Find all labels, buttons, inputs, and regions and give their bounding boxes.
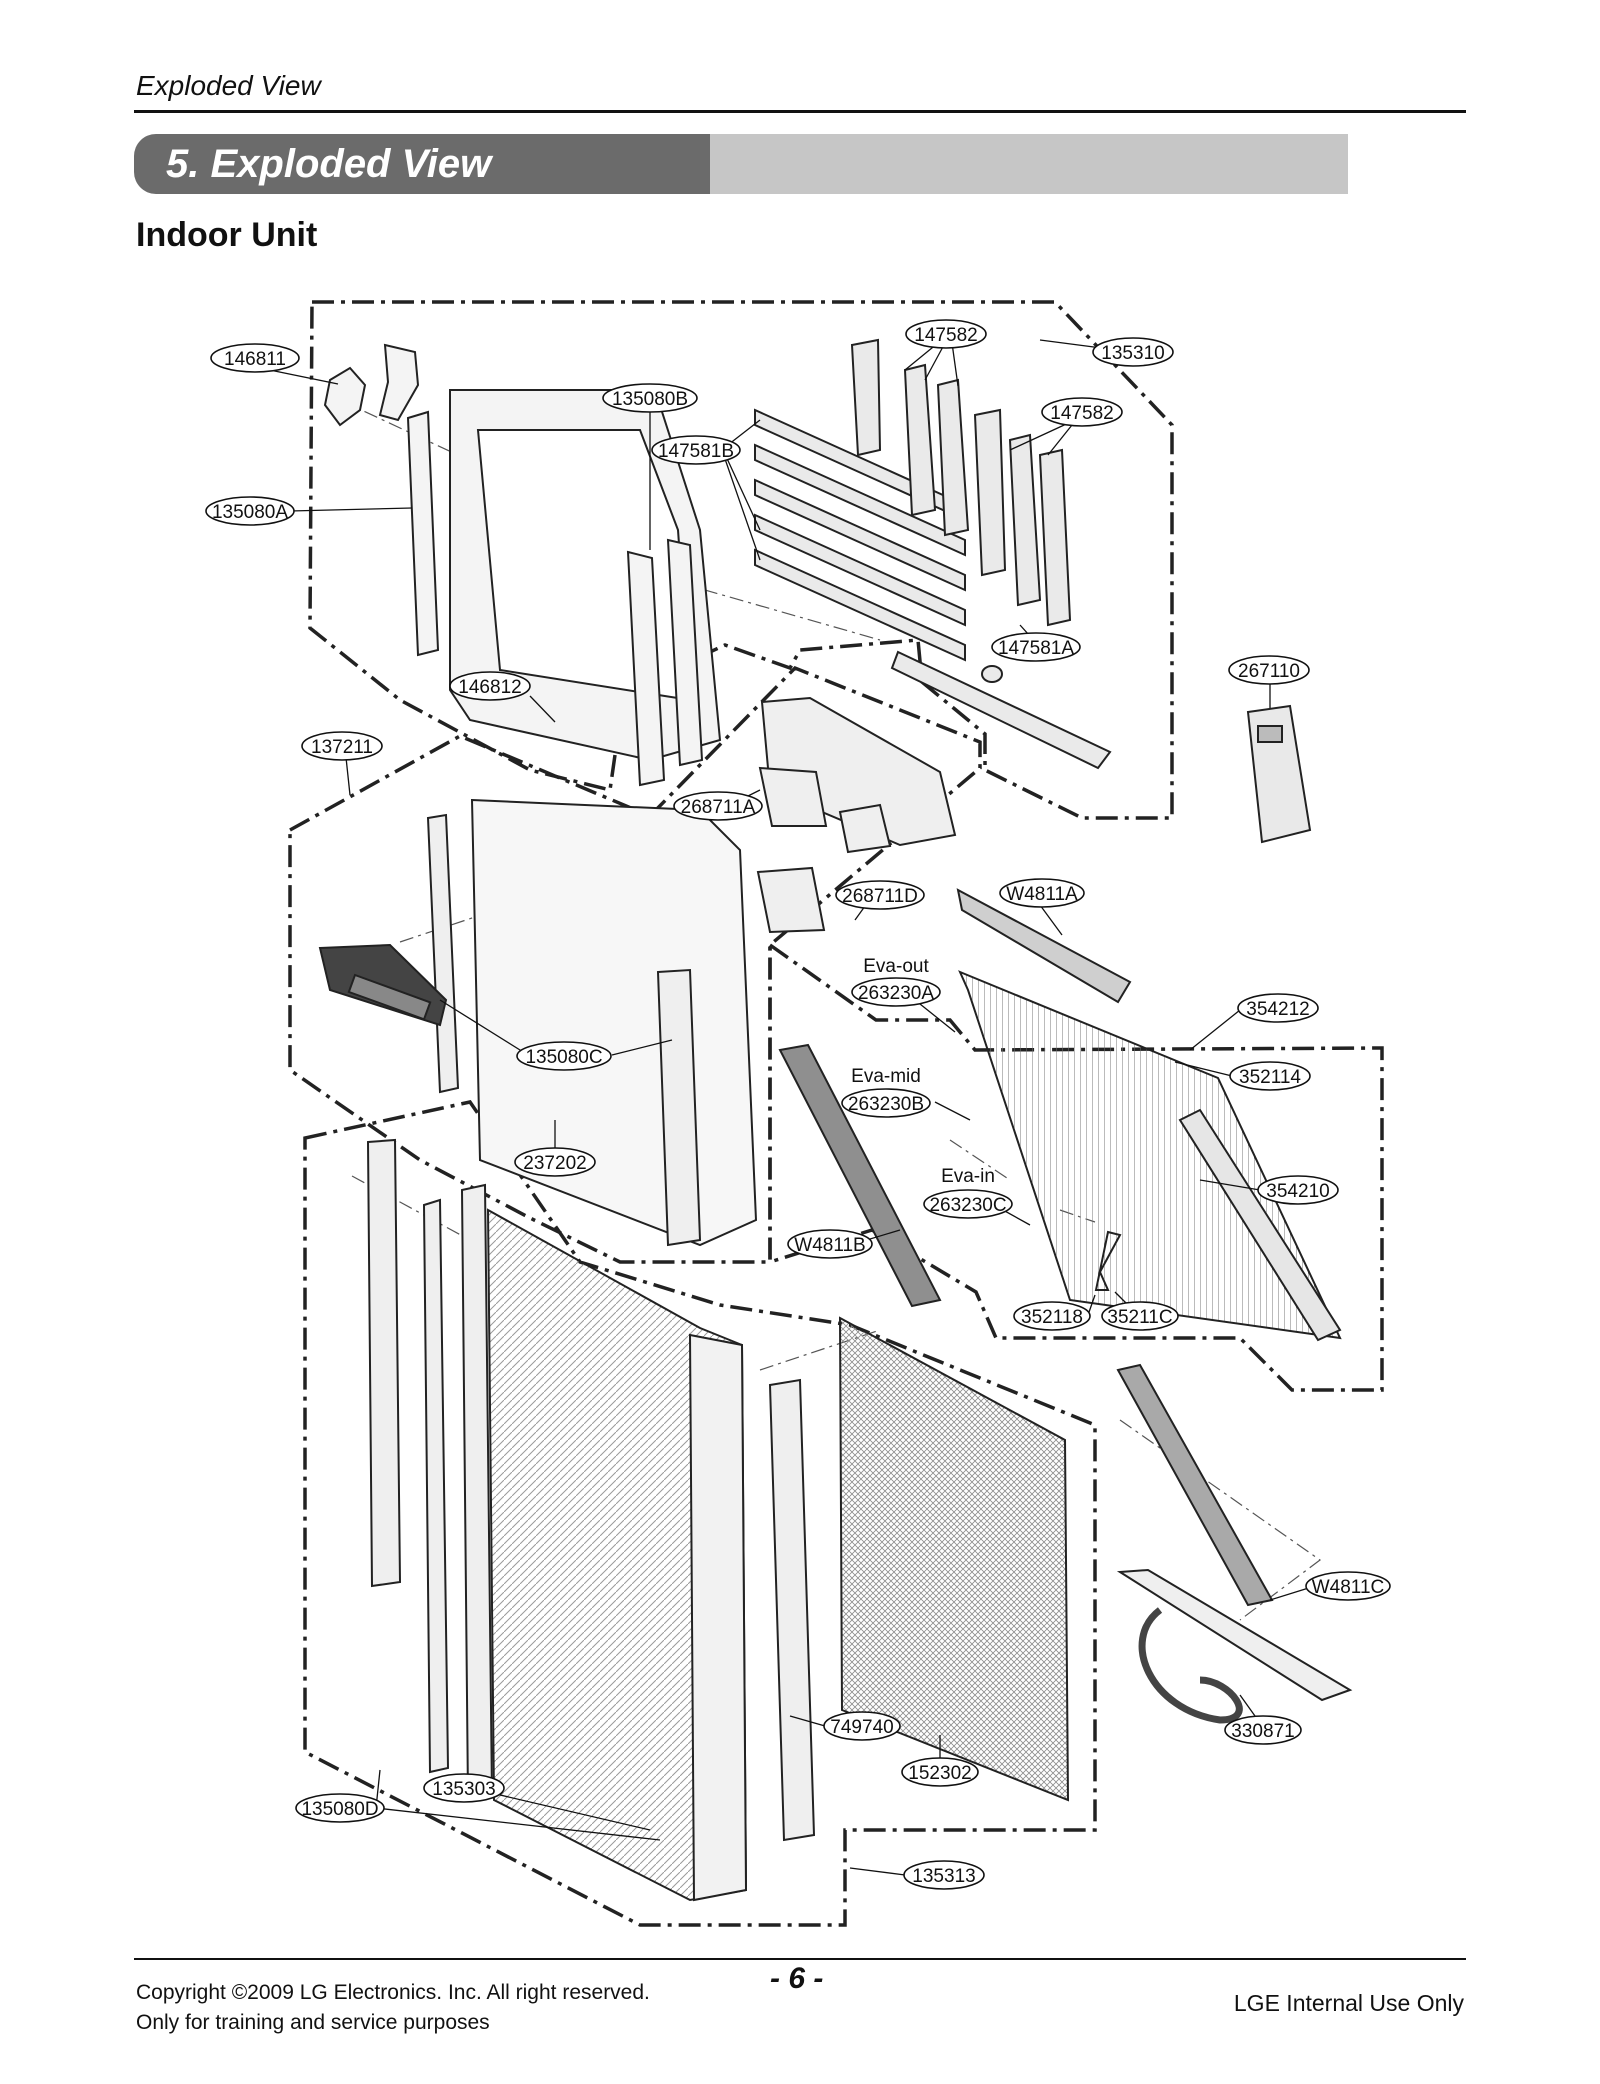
callout-267110: 267110 (1228, 655, 1310, 685)
part-code: 137211 (311, 737, 373, 758)
part-code: W4811A (1006, 884, 1078, 905)
callout-152302: 152302 (901, 1757, 979, 1787)
section-banner: 5. Exploded View (134, 134, 1348, 194)
part-code: 135080A (212, 502, 288, 523)
callout-137211: 137211 (301, 731, 383, 761)
callout-268711D: 268711D (835, 880, 925, 910)
callout-352114: 352114 (1229, 1061, 1311, 1091)
footer-rule (134, 1958, 1466, 1960)
callout-330871: 330871 (1224, 1715, 1302, 1745)
callout-263230C: Eva-in 263230C (923, 1166, 1013, 1219)
callout-749740: 749740 (823, 1711, 901, 1741)
part-code: 146811 (224, 349, 286, 370)
part-code: 147581B (658, 441, 734, 462)
callout-135080A: 135080A (205, 496, 295, 526)
callout-147581B: 147581B (651, 435, 741, 465)
part-code: 354210 (1266, 1181, 1329, 1202)
control-box-parts (318, 696, 957, 1247)
callout-135303: 135303 (423, 1773, 505, 1803)
footer-purpose: Only for training and service purposes (136, 2011, 490, 2034)
callout-35211C: 35211C (1101, 1301, 1179, 1331)
footer-left: Copyright ©2009 LG Electronics. Inc. All… (136, 1978, 650, 2038)
part-code: 267110 (1238, 661, 1300, 682)
page-number: - 6 - (770, 1962, 824, 1995)
remote-control (1246, 704, 1312, 844)
evaporator-parts (778, 888, 1342, 1342)
part-code: 135080D (301, 1799, 378, 1820)
callout-263230B: Eva-mid 263230B (841, 1066, 931, 1118)
footer-restriction: LGE Internal Use Only (1233, 1990, 1464, 2016)
callout-leaders (259, 339, 1316, 1876)
part-code: 147582 (1050, 403, 1113, 424)
part-code: 135310 (1101, 343, 1164, 364)
part-code: 263230A (858, 983, 934, 1004)
part-code: 263230C (929, 1195, 1006, 1216)
part-caption: Eva-in (941, 1166, 995, 1187)
running-header: Exploded View (136, 70, 321, 101)
callout-147582-top: 147582 (905, 319, 987, 349)
callout-263230A: Eva-out 263230A (851, 956, 941, 1007)
footer-copyright: Copyright ©2009 LG Electronics. Inc. All… (136, 1981, 650, 2004)
part-code: 263230B (848, 1094, 924, 1115)
banner-dark-band (134, 134, 710, 194)
header-rule (134, 110, 1466, 113)
part-code: 135080C (525, 1047, 602, 1068)
part-code: 268711D (842, 886, 918, 907)
part-code: 146812 (458, 677, 521, 698)
banner-light-band (710, 134, 1348, 194)
part-caption: Eva-mid (851, 1066, 921, 1087)
part-code: W4811C (1312, 1577, 1385, 1598)
callout-135313: 135313 (903, 1860, 985, 1890)
callout-W4811A: W4811A (999, 878, 1085, 908)
part-code: 352118 (1021, 1307, 1083, 1328)
callout-W4811B: W4811B (787, 1229, 873, 1259)
callout-W4811C: W4811C (1305, 1571, 1391, 1601)
callout-135080C: 135080C (516, 1041, 612, 1071)
callout-146811: 146811 (210, 343, 300, 373)
part-code: 147581A (998, 638, 1074, 659)
part-code: W4811B (794, 1235, 865, 1256)
callout-135080D: 135080D (295, 1793, 385, 1823)
section-title: 5. Exploded View (166, 142, 492, 186)
callout-352118: 352118 (1013, 1301, 1091, 1331)
top-frame-parts (323, 343, 722, 787)
callout-135310: 135310 (1092, 337, 1174, 367)
part-code: 749740 (830, 1717, 893, 1738)
part-code: 147582 (914, 325, 977, 346)
part-caption: Eva-out (863, 956, 929, 977)
callout-268711A: 268711A (673, 791, 763, 821)
callout-135080B: 135080B (602, 383, 698, 413)
louver-vanes (754, 338, 1112, 770)
part-code: 152302 (908, 1763, 971, 1784)
callout-354210: 354210 (1257, 1175, 1339, 1205)
part-code: 354212 (1246, 999, 1309, 1020)
part-code: 330871 (1231, 1721, 1294, 1742)
part-callouts: 146811 135080B 147582 135310 147582 1475… (205, 319, 1391, 1890)
part-code: 268711A (681, 797, 756, 818)
part-code: 135080B (612, 389, 688, 410)
part-code: 352114 (1239, 1067, 1301, 1088)
callout-147582-right: 147582 (1041, 397, 1123, 427)
callout-354212: 354212 (1237, 993, 1319, 1023)
callout-147581A: 147581A (991, 632, 1081, 662)
part-code: 237202 (523, 1153, 586, 1174)
page-subtitle: Indoor Unit (136, 216, 318, 254)
part-code: 35211C (1107, 1307, 1172, 1328)
part-code: 135303 (432, 1779, 495, 1800)
callout-146812: 146812 (449, 671, 531, 701)
callout-237202: 237202 (514, 1147, 596, 1177)
part-code: 135313 (912, 1866, 975, 1887)
